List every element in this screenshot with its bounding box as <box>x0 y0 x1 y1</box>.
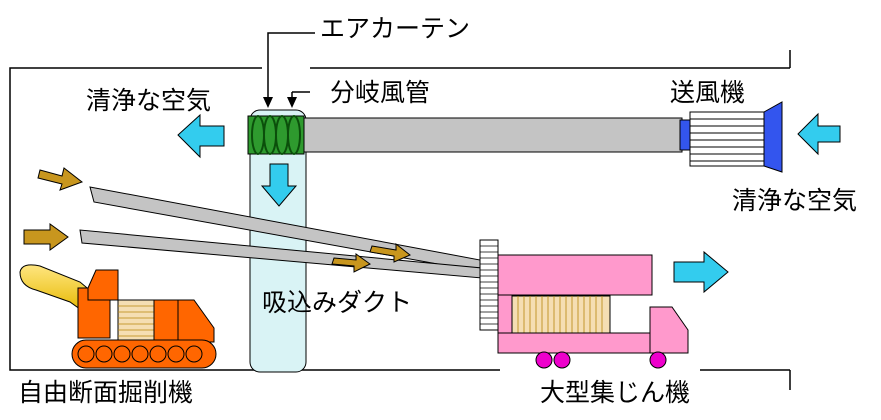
clean-air-arrows <box>177 112 841 294</box>
air-curtain-label: エアカーテン <box>320 14 471 43</box>
dirty-air-arrow-2 <box>23 223 69 251</box>
blower-label: 送風機 <box>670 78 746 107</box>
excavator-label: 自由断面掘削機 <box>18 378 194 407</box>
air-curtain-nozzle <box>247 115 305 155</box>
clean-air-arrow-out-left <box>177 113 225 159</box>
excavator-machine <box>19 264 217 369</box>
air-curtain-leader <box>263 32 315 108</box>
dust-collector-machine <box>479 239 689 369</box>
dust-collector-label: 大型集じん機 <box>540 378 691 407</box>
clean-air-left-label: 清浄な空気 <box>86 86 212 115</box>
main-air-duct <box>301 117 683 153</box>
suction-duct-vertical <box>249 109 307 373</box>
contaminated-air-arrows <box>23 167 411 273</box>
dirty-air-arrow-3 <box>369 242 411 263</box>
clean-air-arrow-in-right <box>797 112 841 156</box>
exhaust-arrow <box>673 250 729 294</box>
suction-duct-label: 吸込みダクト <box>262 288 413 317</box>
branch-duct-label: 分岐風管 <box>330 78 431 107</box>
clean-air-right-label: 清浄な空気 <box>732 186 858 215</box>
dirty-air-arrow-1 <box>37 167 84 191</box>
curtain-down-arrow <box>260 163 298 207</box>
blower-unit <box>679 101 783 173</box>
dirty-air-arrow-4 <box>331 253 371 273</box>
